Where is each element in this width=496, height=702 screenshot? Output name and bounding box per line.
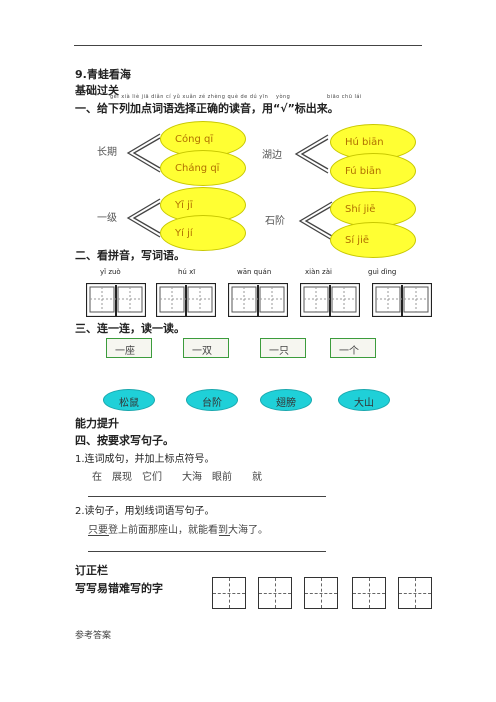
q2-pinyin: yǐ zuò — [100, 268, 121, 276]
book-writing-box[interactable] — [86, 283, 146, 317]
measure-word-box[interactable]: 一座 — [106, 338, 152, 358]
q2-pinyin: xiàn zài — [305, 268, 332, 276]
q2-pinyin: guì dìng — [368, 268, 397, 276]
q2-pinyin: wān quán — [237, 268, 272, 276]
q1-pinyin-hint: gěi xià liè jiā diǎn cí yǔ xuǎn zé zhèng… — [110, 94, 269, 100]
book-writing-box[interactable] — [156, 283, 216, 317]
bracket-icon — [298, 201, 333, 241]
q1-word: 长期 — [97, 147, 117, 158]
lesson-title: 9.青蛙看海 — [75, 68, 131, 81]
correction-subtitle: 写写易错难写的字 — [75, 582, 163, 595]
noun-pill[interactable]: 松鼠 — [103, 389, 155, 411]
q4-item1-words: 在 展现 它们 大海 眼前 就 — [92, 472, 262, 483]
book-writing-box[interactable] — [300, 283, 360, 317]
pinyin-option[interactable]: Yí jí — [160, 215, 246, 251]
underline-jiu — [219, 535, 230, 536]
noun-pill[interactable]: 台阶 — [186, 389, 238, 411]
answer-line[interactable] — [88, 551, 326, 552]
measure-word-box[interactable]: 一个 — [330, 338, 376, 358]
book-writing-box[interactable] — [228, 283, 288, 317]
bracket-icon — [126, 198, 161, 238]
q4-item2-sentence: 只要登上前面那座山，就能看到大海了。 — [88, 525, 268, 536]
noun-pill[interactable]: 翅膀 — [260, 389, 312, 411]
section-ability: 能力提升 — [75, 417, 119, 430]
q1-word: 一级 — [97, 213, 117, 224]
pinyin-option[interactable]: Fú biān — [330, 153, 416, 189]
bracket-icon — [294, 134, 329, 174]
top-rule — [74, 45, 422, 46]
q1-title: 一、给下列加点词语选择正确的读音，用“√”标出来。 — [75, 102, 339, 115]
measure-word-box[interactable]: 一双 — [183, 338, 229, 358]
section-basic: 基础过关 — [75, 84, 119, 97]
pinyin-option[interactable]: Sí jiē — [330, 222, 416, 258]
measure-word-box[interactable]: 一只 — [260, 338, 306, 358]
q4-item2: 2.读句子，用划线词语写句子。 — [75, 506, 215, 517]
q4-title: 四、按要求写句子。 — [75, 434, 174, 447]
q1-pinyin-hint-2: yòng — [276, 94, 291, 100]
bracket-icon — [126, 133, 161, 173]
q3-title: 三、连一连，读一读。 — [75, 322, 185, 335]
character-grid-box[interactable] — [304, 577, 338, 609]
q1-pinyin-hint-3: biāo chū lái — [327, 94, 362, 100]
q2-pinyin: hú xī — [178, 268, 196, 276]
character-grid-box[interactable] — [258, 577, 292, 609]
answer-line[interactable] — [88, 496, 326, 497]
book-writing-box[interactable] — [372, 283, 432, 317]
pinyin-option[interactable]: Cháng qī — [160, 150, 246, 186]
q1-word: 湖边 — [262, 150, 282, 161]
noun-pill[interactable]: 大山 — [338, 389, 390, 411]
q2-title: 二、看拼音，写词语。 — [75, 249, 185, 262]
q1-word: 石阶 — [265, 216, 285, 227]
character-grid-box[interactable] — [352, 577, 386, 609]
q4-item1: 1.连词成句，并加上标点符号。 — [75, 454, 215, 465]
character-grid-box[interactable] — [212, 577, 246, 609]
character-grid-box[interactable] — [398, 577, 432, 609]
underline-zhiyao — [88, 535, 109, 536]
answer-label: 参考答案 — [75, 631, 112, 641]
pinyin-option[interactable]: Shí jiē — [330, 191, 416, 227]
correction-title: 订正栏 — [75, 564, 108, 577]
